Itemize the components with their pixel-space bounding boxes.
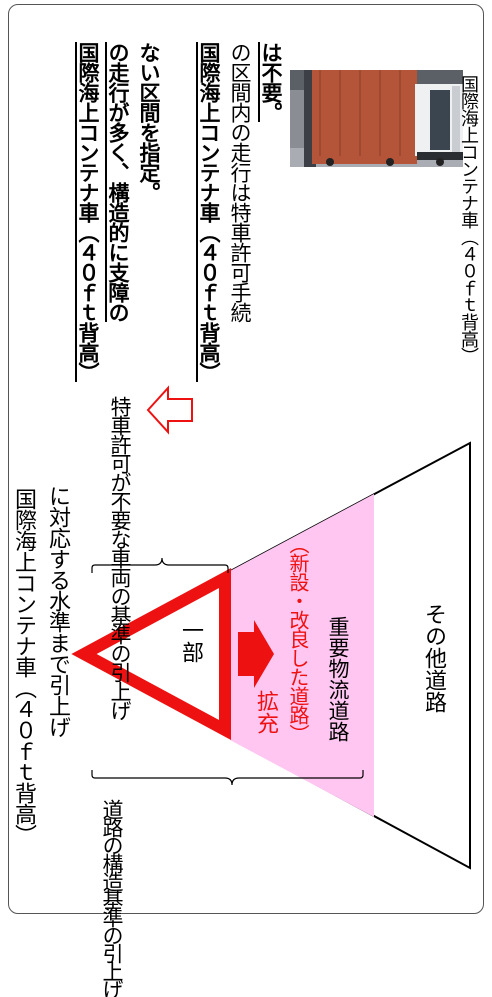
standards-label: 道路の構造基準の引上げ <box>100 799 124 997</box>
expand-note: （新設・改良した道路） <box>286 534 310 743</box>
standards-brace <box>91 770 364 786</box>
note1-line1: 国際海上コンテナ車（４０ｆｔ背高） <box>76 42 100 382</box>
note2-line3: は不要。 <box>259 42 283 122</box>
top-label-line1: 国際海上コンテナ車（４０ｆｔ背高） <box>11 488 36 845</box>
part-triangle <box>71 567 231 741</box>
expand-label: 拡充 <box>253 690 278 734</box>
up-arrow <box>146 385 193 435</box>
permit-label: 特車許可が不要な車両の基準の引上げ <box>108 396 132 719</box>
important-roads-label: 重要物流道路 <box>326 616 350 742</box>
part-label: 一部 <box>178 619 203 663</box>
note2-line1: 国際海上コンテナ車（４０ｆｔ背高） <box>197 42 221 382</box>
top-label-line2: に対応する水準まで引上げ <box>45 485 70 737</box>
container-box <box>312 70 417 164</box>
photo-caption: 国際海上コンテナ車（４０ｆｔ背高） <box>458 75 479 364</box>
outer-border <box>8 4 484 914</box>
other-roads-label: その他道路 <box>421 603 446 713</box>
pyramid-graphic <box>71 385 471 870</box>
truck-photo <box>290 70 463 167</box>
permit-brace <box>91 557 229 573</box>
expand-arrow <box>238 620 274 688</box>
note1-line3: ない区間を指定。 <box>137 42 161 202</box>
diagram: 国際海上コンテナ車（４０ｆｔ背高） に対応する水準まで引上げ 道路の構造基準の引… <box>8 4 484 997</box>
note1-line2: の走行が多く、構造的に支障の <box>106 42 130 322</box>
note2-line2: の区間内の走行は特車許可手続 <box>228 42 252 322</box>
important-roads-band <box>230 494 374 817</box>
